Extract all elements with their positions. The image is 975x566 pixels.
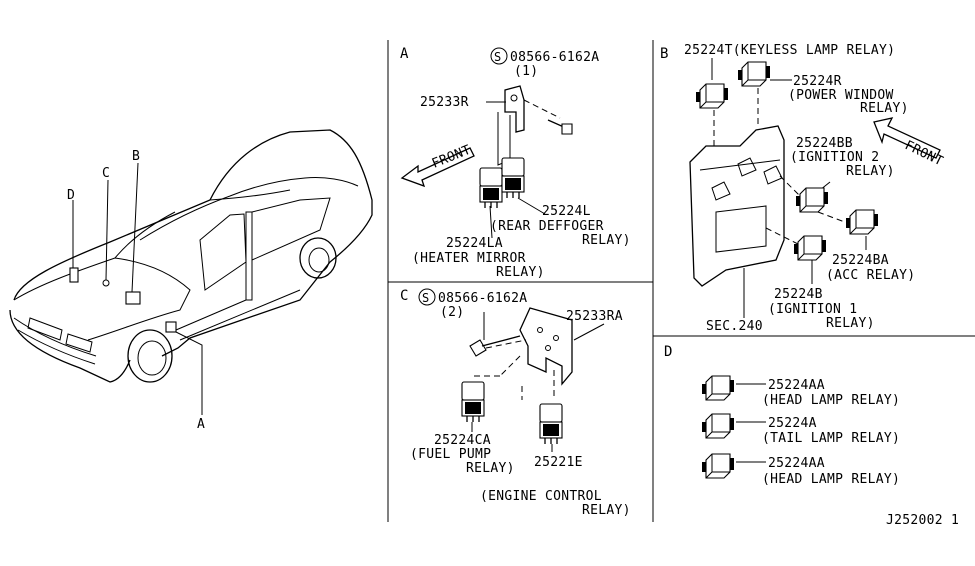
engine-control-relay-icon <box>539 403 563 445</box>
d-item-3-name: (HEAD LAMP RELAY) <box>762 472 900 487</box>
ig2-relay-name-1: (IGNITION 2 <box>790 150 879 165</box>
pw-relay-name-1: (POWER WINDOW <box>788 88 894 103</box>
head-lamp-relay-icon <box>701 453 735 479</box>
panel-a: A S 08566-6162A (1) 25233R FRONT 25224L … <box>400 46 631 280</box>
pw-relay-code: 25224R <box>793 74 842 89</box>
panel-d: D 25224AA (HEAD LAMP RELAY) 25224A (TAIL… <box>664 344 900 487</box>
callout-c: C <box>102 166 110 181</box>
heater-relay-name-2: RELAY) <box>496 265 545 280</box>
panel-c: C S 08566-6162A (2) 25233RA 25224CA (FUE… <box>400 288 631 518</box>
pw-relay-name-2: RELAY) <box>860 101 909 116</box>
svg-text:S: S <box>494 50 501 64</box>
acc-relay-icon <box>845 209 879 235</box>
fuel-relay-name-2: RELAY) <box>466 461 515 476</box>
ig2-relay-name-2: RELAY) <box>846 164 895 179</box>
rear-defogger-relay-icon <box>501 157 525 199</box>
acc-relay-code: 25224BA <box>832 253 889 268</box>
acc-relay-name: (ACC RELAY) <box>826 268 915 283</box>
ignition-2-relay-icon <box>795 187 829 213</box>
d-item-2-name: (TAIL LAMP RELAY) <box>762 431 900 446</box>
callout-b: B <box>132 149 140 164</box>
panel-a-letter: A <box>400 46 409 62</box>
heater-relay-code: 25224LA <box>446 236 503 251</box>
screw-code-c: 08566-6162A <box>438 291 527 306</box>
ig2-relay-code: 25224BB <box>796 136 853 151</box>
d-item-2-code: 25224A <box>768 416 817 431</box>
keyless-relay-label: 25224T(KEYLESS LAMP RELAY) <box>684 43 895 58</box>
panel-d-letter: D <box>664 344 672 360</box>
section-ref: SEC.240 <box>706 319 763 334</box>
panel-b-letter: B <box>660 46 668 62</box>
screw-code-a: 08566-6162A <box>510 50 599 65</box>
ecr-relay-code: 25221E <box>534 455 583 470</box>
svg-text:S: S <box>422 291 429 305</box>
rear-relay-name-2: RELAY) <box>582 233 631 248</box>
rear-relay-code: 25224L <box>542 204 591 219</box>
d-item-1-code: 25224AA <box>768 378 825 393</box>
ig1-relay-name-1: (IGNITION 1 <box>768 302 857 317</box>
car-illustration <box>9 129 373 415</box>
keyless-relay-icon <box>695 83 729 109</box>
diagram-id: J252002 1 <box>886 513 959 528</box>
d-item-1-name: (HEAD LAMP RELAY) <box>762 393 900 408</box>
d-item-3-code: 25224AA <box>768 456 825 471</box>
screw-symbol-icon: S <box>490 47 508 65</box>
callout-d: D <box>67 188 75 203</box>
front-label-a: FRONT <box>430 143 473 172</box>
ecr-relay-name-1: (ENGINE CONTROL <box>480 489 602 504</box>
head-lamp-relay-icon <box>701 375 735 401</box>
panel-dividers <box>387 40 975 522</box>
panel-c-letter: C <box>400 288 408 304</box>
fuel-relay-name-1: (FUEL PUMP <box>410 447 491 462</box>
ecr-relay-name-2: RELAY) <box>582 503 631 518</box>
screw-symbol-icon: S <box>418 288 436 306</box>
bracket-code-a: 25233R <box>420 95 469 110</box>
rear-relay-name-1: (REAR DEFFOGER <box>490 219 604 234</box>
fuel-relay-code: 25224CA <box>434 433 491 448</box>
ig1-relay-name-2: RELAY) <box>826 316 875 331</box>
screw-qty-c: (2) <box>440 305 464 320</box>
fuel-pump-relay-icon <box>461 381 485 423</box>
power-window-relay-icon <box>737 61 771 87</box>
tail-lamp-relay-icon <box>701 413 735 439</box>
bracket-code-c: 25233RA <box>566 309 623 324</box>
heater-relay-icon <box>479 167 503 209</box>
heater-relay-name-1: (HEATER MIRROR <box>412 251 526 266</box>
screw-qty-a: (1) <box>514 64 538 79</box>
panel-b: B 25224T(KEYLESS LAMP RELAY) 25224R (POW… <box>660 43 945 334</box>
callout-a: A <box>197 417 205 432</box>
ignition-1-relay-icon <box>793 235 827 261</box>
ig1-relay-code: 25224B <box>774 287 823 302</box>
